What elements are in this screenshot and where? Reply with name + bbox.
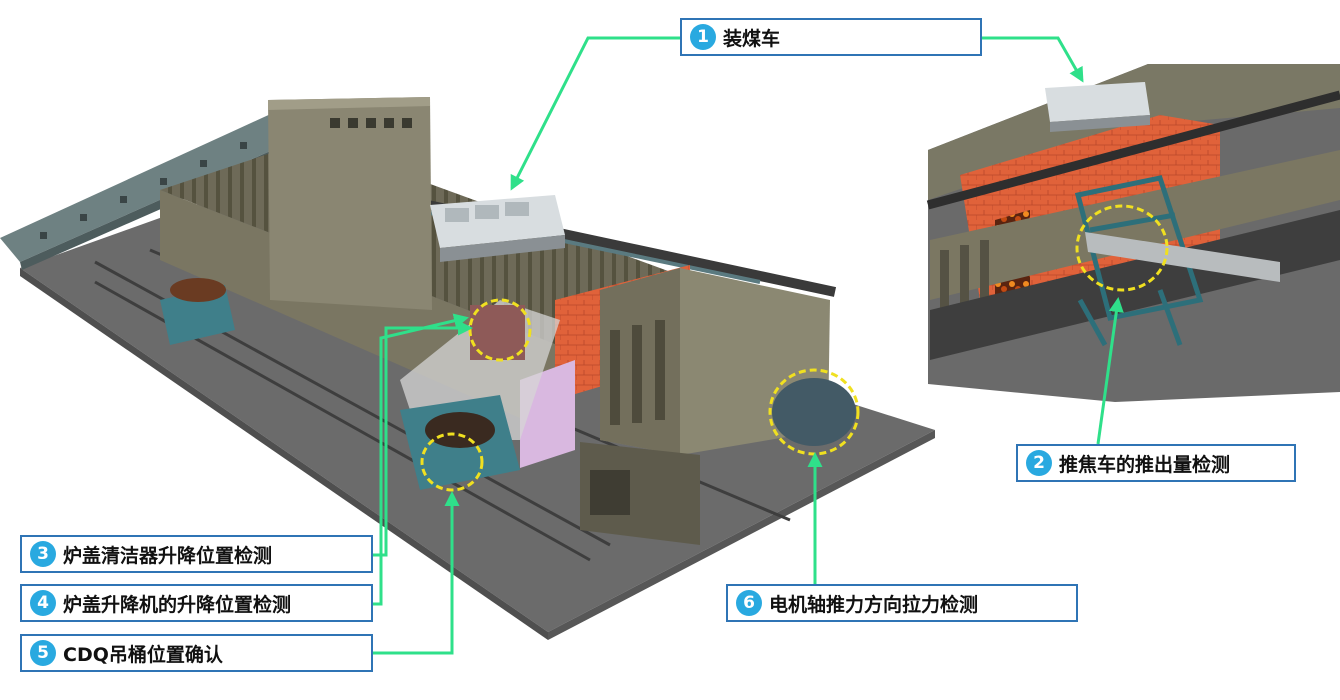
callout-number-badge: 4 bbox=[30, 590, 56, 616]
callout-number-badge: 5 bbox=[30, 640, 56, 666]
callout-label: 装煤车 bbox=[723, 27, 781, 50]
leader-line-1b bbox=[982, 36, 1084, 83]
callout-number-badge: 3 bbox=[30, 541, 56, 567]
leader-line-5 bbox=[373, 491, 460, 655]
ground-slab-edge bbox=[20, 268, 548, 640]
callout-label: 推焦车的推出量检测 bbox=[1059, 453, 1231, 476]
callout-label: CDQ吊桶位置确认 bbox=[63, 643, 223, 666]
callout-label: 电机轴推力方向拉力检测 bbox=[769, 593, 979, 616]
highlight-lid-lifter bbox=[420, 432, 484, 492]
main-plant-view bbox=[0, 97, 935, 640]
callout-coal-charging-car: 1 装煤车 bbox=[680, 18, 982, 56]
cdq-bucket-car-left bbox=[160, 278, 235, 345]
callout-number-badge: 2 bbox=[1026, 450, 1052, 476]
callout-number-badge: 6 bbox=[736, 590, 762, 616]
motor-housing bbox=[772, 378, 856, 446]
pusher-car-frame bbox=[1074, 175, 1204, 347]
callout-number-badge: 1 bbox=[690, 24, 716, 50]
leader-line-1a bbox=[510, 36, 680, 191]
leader-line-4 bbox=[373, 313, 469, 606]
leader-line-2 bbox=[1096, 297, 1124, 445]
cdq-lid-lifter bbox=[400, 305, 525, 490]
pusher-ram bbox=[1085, 232, 1280, 282]
callout-cdq-bucket-position: 5 CDQ吊桶位置确认 bbox=[20, 634, 373, 672]
coal-tower bbox=[268, 97, 432, 310]
callout-lid-lifter-position: 4 炉盖升降机的升降位置检测 bbox=[20, 584, 373, 622]
inset-coal-charging-car bbox=[1045, 82, 1150, 132]
callout-motor-shaft-thrust: 6 电机轴推力方向拉力检测 bbox=[726, 584, 1078, 622]
coal-charging-car-main bbox=[430, 195, 565, 262]
pusher-car-inset bbox=[926, 64, 1340, 402]
coal-conveyor bbox=[0, 112, 295, 262]
callout-label: 炉盖升降机的升降位置检测 bbox=[63, 593, 292, 616]
callout-label: 炉盖清洁器升降位置检测 bbox=[63, 544, 273, 567]
highlight-pusher-ram bbox=[1075, 204, 1169, 292]
callout-pusher-output-detection: 2 推焦车的推出量检测 bbox=[1016, 444, 1296, 482]
callout-lid-cleaner-position: 3 炉盖清洁器升降位置检测 bbox=[20, 535, 373, 573]
